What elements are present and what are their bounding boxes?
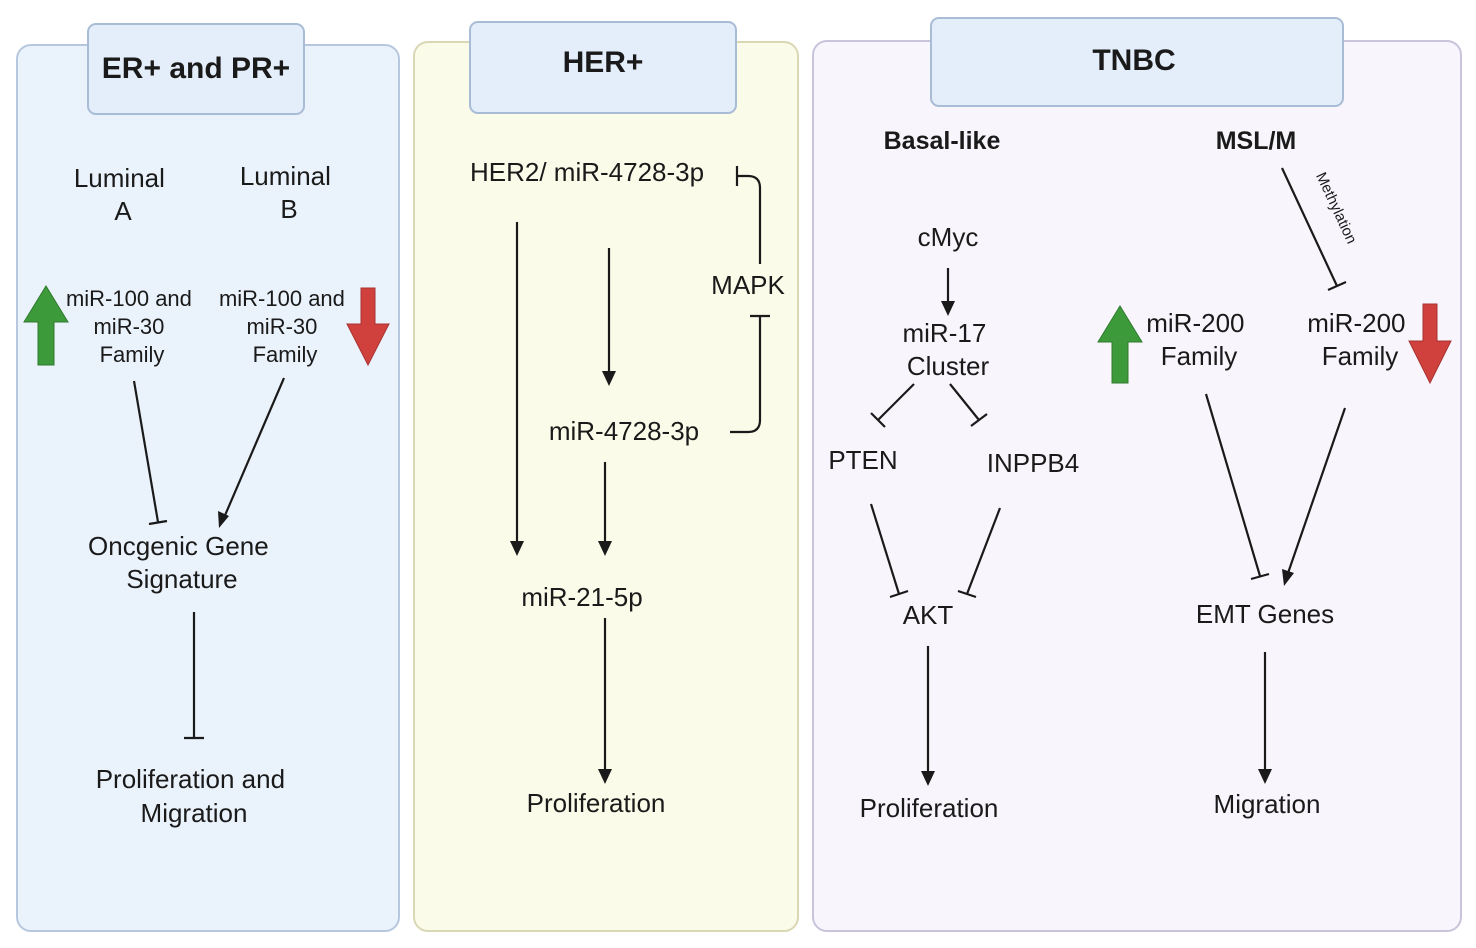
oncogenic-signature-label: Oncgenic Gene Signature — [88, 531, 276, 594]
mir200-right-to-emt-head — [1282, 569, 1294, 586]
luminal-b-label: Luminal B — [240, 161, 338, 224]
emt-genes-label: EMT Genes — [1196, 599, 1334, 629]
panel-her-title: HER+ — [563, 46, 644, 79]
her2-to-mir4728-head — [602, 371, 616, 386]
inppb4-to-akt-bar — [957, 589, 977, 599]
mapk-bracket-bottom — [730, 316, 762, 434]
mir200-right-to-emt-line — [1285, 407, 1347, 577]
methylation-bar — [1327, 280, 1347, 292]
panel-tnbc: TNBC Basal-like MSL/M cMyc miR-17 Cluste… — [812, 17, 1462, 932]
mapk-label: MAPK — [711, 270, 785, 300]
down-arrow-icon — [346, 287, 390, 367]
mir21-label: miR-21-5p — [521, 582, 642, 612]
mapk-bracket-top — [737, 174, 762, 264]
luminal-a-label: Luminal A — [74, 163, 172, 226]
pten-to-akt-line — [869, 503, 901, 595]
down-arrow-icon-tnbc — [1408, 303, 1452, 385]
her2-label: HER2/ miR-4728-3p — [470, 157, 704, 187]
her-outcome-label: Proliferation — [527, 788, 666, 818]
emt-to-migration-head — [1258, 769, 1272, 784]
panel-tnbc-header-box — [930, 17, 1344, 107]
inppb4-label: INPPB4 — [987, 448, 1080, 478]
mir17-to-pten-bar — [870, 412, 886, 428]
mir100-right-label: miR-100 and miR-30 Family — [219, 286, 351, 367]
panel-er-pr: ER+ and PR+ Luminal A Luminal B miR-100 … — [16, 23, 400, 932]
mir4728-to-mir21-head — [598, 541, 612, 556]
akt-to-prolif-head — [921, 771, 935, 786]
mir17-to-inppb4-bar — [970, 413, 988, 427]
migration-label: Migration — [1214, 789, 1321, 819]
akt-label: AKT — [903, 600, 954, 630]
panel-er-title: ER+ and PR+ — [102, 52, 290, 85]
er-outcome-label: Proliferation and Migration — [96, 764, 293, 828]
inhibit-line-left — [132, 380, 160, 523]
panel-her: HER+ HER2/ miR-4728-3p MAPK miR-4728-3p … — [413, 21, 799, 932]
pten-label: PTEN — [828, 445, 897, 475]
mir4728-label: miR-4728-3p — [549, 416, 699, 446]
panel-her-header-box — [469, 21, 737, 114]
panel-er-header-box — [87, 23, 305, 115]
panel-tnbc-title: TNBC — [1092, 44, 1175, 77]
mir100-left-label: miR-100 and miR-30 Family — [66, 286, 198, 367]
mir200-left-to-emt-bar — [1250, 572, 1270, 581]
inppb4-to-akt-line — [965, 507, 1002, 595]
mir17-to-inppb4-line — [949, 383, 980, 421]
cmyc-label: cMyc — [918, 222, 979, 252]
mir200-right-label: miR-200 Family — [1307, 308, 1412, 371]
cmyc-to-mir17-head — [941, 301, 955, 316]
pten-to-akt-bar — [889, 589, 909, 599]
methylation-line — [1281, 167, 1338, 287]
mir21-to-prolif-head — [598, 769, 612, 784]
mir17-cluster-label: miR-17 Cluster — [902, 318, 993, 381]
basal-like-label: Basal-like — [884, 127, 1001, 155]
mir200-left-to-emt-line — [1204, 393, 1262, 577]
her2-to-mir21-head — [510, 541, 524, 556]
tnbc-prolif-label: Proliferation — [860, 793, 999, 823]
up-arrow-icon — [23, 285, 69, 366]
activate-line-right — [221, 377, 286, 521]
up-arrow-icon-tnbc — [1097, 305, 1143, 384]
activate-head-right — [218, 511, 229, 528]
msl-m-label: MSL/M — [1216, 127, 1297, 155]
mir17-to-pten-line — [877, 383, 915, 421]
inhibit-bar-left — [148, 519, 168, 526]
mir200-left-label: miR-200 Family — [1146, 308, 1251, 371]
